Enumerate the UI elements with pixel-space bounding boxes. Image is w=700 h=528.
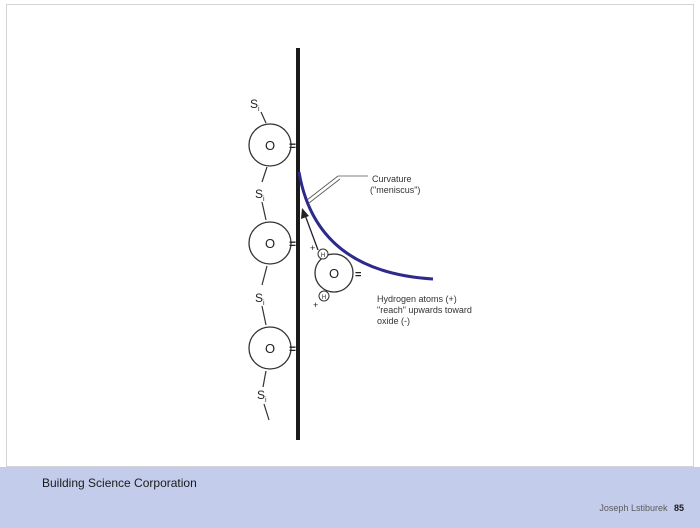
si-label-1: Si	[250, 97, 260, 113]
organization-name: Building Science Corporation	[42, 476, 197, 490]
si-label-2: Si	[255, 187, 265, 203]
si-label-3: Si	[255, 291, 265, 307]
curvature-label: Curvature ("meniscus")	[370, 174, 420, 195]
author-name: Joseph Lstiburek	[599, 503, 667, 513]
curvature-leader	[307, 176, 368, 203]
water-oxygen-label: O	[329, 266, 339, 281]
attraction-arrowhead	[301, 208, 309, 219]
bond-mark-1: =	[289, 139, 296, 153]
page-number: 85	[674, 503, 684, 513]
oxygen-label-2: O	[265, 236, 275, 251]
hydrogen-label-2: H	[322, 295, 326, 301]
footer-bar: Building Science Corporation Joseph Lsti…	[0, 467, 700, 528]
bond-mark-3: =	[289, 342, 296, 356]
bond-mark-2: =	[289, 237, 296, 251]
oxygen-label-3: O	[265, 341, 275, 356]
oxygen-label-1: O	[265, 138, 275, 153]
author-and-page: Joseph Lstiburek 85	[599, 503, 684, 513]
hydrogen-plus-1: +	[310, 243, 315, 253]
water-bond-mark: =	[355, 269, 361, 281]
hydrogen-note: Hydrogen atoms (+) "reach" upwards towar…	[377, 294, 474, 326]
hydrogen-plus-2: +	[313, 300, 318, 310]
hydrogen-label-1: H	[321, 253, 325, 259]
si-label-4: Si	[257, 388, 267, 404]
